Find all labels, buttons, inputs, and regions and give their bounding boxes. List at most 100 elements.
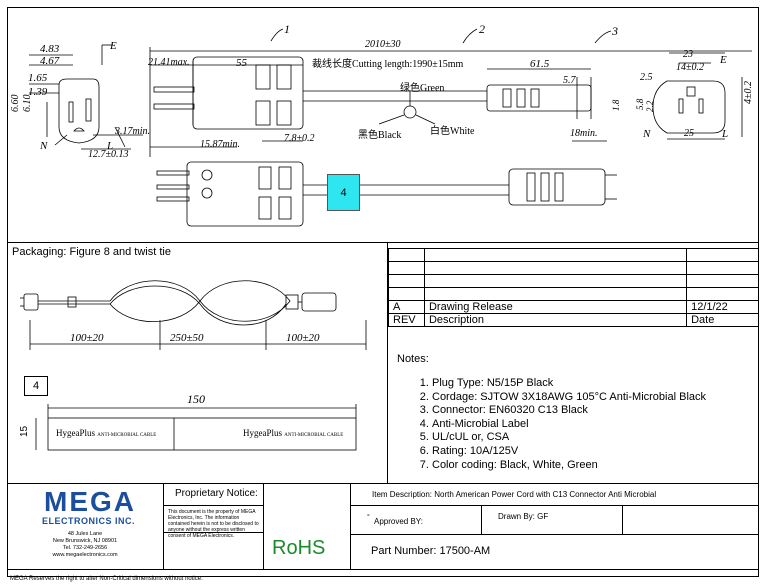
revision-row-date: 12/1/22 (686, 300, 759, 314)
address-line: www.megaelectronics.com (52, 552, 118, 558)
divider-approved-h (350, 534, 759, 535)
dim-connector-length: 61.5 (530, 58, 550, 70)
note-item: Cordage: SJTOW 3X18AWG 105°C Anti-Microb… (432, 391, 750, 405)
dim-conn-4: 4±0.2 (743, 81, 754, 104)
dim-plug-1-65: 1.65 (28, 72, 48, 84)
drawn-by: Drawn By: GF (498, 512, 549, 521)
note-item: UL/cUL or, CSA (432, 431, 750, 445)
revision-header: REV Description Date (388, 313, 759, 327)
note-item: Connector: EN60320 C13 Black (432, 404, 750, 418)
plug-slot-right (85, 98, 92, 122)
label-text-right-small: ANTI-MICROBIAL CABLE (284, 433, 344, 438)
dim-max: 21.41max. (148, 57, 190, 68)
dim-conn-2-5: 2.5 (640, 72, 653, 83)
packaging-dim-2: 250±50 (170, 332, 204, 344)
dim-plug-3-17: 3.17min. (115, 126, 150, 137)
dim-plug-1-39: 1.39 (28, 86, 48, 98)
divider-item-h (350, 505, 759, 506)
divider-rohs-h (163, 532, 263, 533)
packaging-dim-3: 100±20 (286, 332, 320, 344)
callout-3: 3 (612, 24, 618, 38)
label-length: 150 (187, 392, 205, 406)
plug-ground-hole (73, 127, 85, 132)
dim-total: 2010±30 (365, 39, 401, 50)
address-line: Tel. 732-249-2656 (62, 545, 108, 551)
dim-conn-l: L (722, 128, 729, 140)
approved-by: Approved BY: (374, 517, 423, 526)
divider-proprietary-h (163, 505, 263, 506)
divider-drawn-v (481, 505, 482, 534)
dim-cutting-length: 裁线长度Cutting length:1990±15mm (312, 59, 464, 70)
company-logo: MEGA (44, 486, 136, 517)
approved-by-marker: ° (367, 514, 370, 521)
dim-plug-4-67: 4.67 (40, 55, 60, 67)
dim-conn-25: 25 (684, 128, 694, 139)
label-text-right-main: HygeaPlus (243, 428, 282, 438)
dim-7-8: 7.8±0.2 (284, 133, 315, 144)
revision-row-desc: Drawing Release (423, 300, 688, 314)
address-line: 48 Jules Lane (67, 531, 103, 537)
plug-body-side (192, 56, 304, 130)
dim-plug-4-83: 4.83 (40, 43, 60, 55)
wire-green-label: 绿色Green (400, 83, 445, 94)
dim-plug-l: L (107, 140, 114, 152)
packaging-title: Packaging: Figure 8 and twist tie (12, 246, 171, 258)
divider-drawn-v2 (622, 505, 623, 534)
footer-notice: MEGA Reserves the right to alter Non-Cri… (10, 576, 203, 582)
dim-conn-n: N (643, 128, 651, 140)
note-item: Anti-Microbial Label (432, 418, 750, 432)
packaging-figure (20, 280, 367, 350)
revision-header-rev: REV (388, 313, 425, 327)
label-text-left-small: ANTI-MICROBIAL CABLE (97, 433, 157, 438)
company-logo-sub: ELECTRONICS INC. (42, 516, 136, 526)
dim-2-2: 2.2 (645, 100, 655, 112)
proprietary-title: Proprietary Notice: (175, 488, 258, 499)
note-item: Rating: 10A/125V (432, 445, 750, 459)
plug-slot-left (68, 101, 74, 123)
dim-conn-e: E (720, 54, 727, 66)
divider-item-v (350, 483, 351, 569)
part-number: Part Number: 17500-AM (371, 545, 491, 557)
label-marker-4: 4 (327, 174, 360, 211)
company-address: 48 Jules Lane New Brunswick, NJ 08901 Te… (20, 531, 150, 559)
label-text-left-main: HygeaPlus (56, 428, 95, 438)
packaging-dim-1: 100±20 (70, 332, 104, 344)
divider-bottom (7, 569, 759, 570)
wire-black-label: 黑色Black (358, 130, 402, 141)
revision-table: A Drawing Release 12/1/22 REV Descriptio… (388, 248, 759, 327)
connector-body-lower (508, 168, 606, 206)
dim-conn-14: 14±0.2 (676, 62, 704, 73)
revision-header-date: Date (686, 313, 759, 327)
dim-plug-6-10: 6.10 (22, 94, 33, 113)
label-detail-number: 4 (24, 376, 48, 396)
note-item: Plug Type: N5/15P Black (432, 377, 750, 391)
callout-2: 2 (479, 22, 485, 36)
label-detail-figure (35, 404, 357, 451)
dim-plug-12-7: 12.7±0.13 (88, 149, 129, 160)
callout-1: 1 (284, 22, 290, 36)
notes-title: Notes: (397, 353, 429, 365)
label-text-left: HygeaPlus ANTI-MICROBIAL CABLE (56, 428, 156, 439)
revision-header-desc: Description (423, 313, 688, 327)
note-item: Color coding: Black, White, Green (432, 459, 750, 473)
address-line: New Brunswick, NJ 08901 (52, 538, 118, 544)
dim-18min: 18min. (570, 128, 598, 139)
dim-15-87: 15.87min. (200, 139, 240, 150)
divider-top (7, 242, 759, 243)
label-height: 15 (19, 425, 30, 437)
technical-drawing (29, 28, 752, 227)
plug-face-outline (58, 78, 100, 144)
divider-title-block (7, 483, 759, 484)
dim-plug-length: 55 (236, 57, 247, 69)
revision-row: A Drawing Release 12/1/22 (388, 300, 759, 314)
dim-5-8: 5.8 (635, 98, 645, 110)
dim-plug-e: E (110, 40, 117, 52)
label-text-right: HygeaPlus ANTI-MICROBIAL CABLE (243, 428, 343, 439)
divider-proprietary (263, 483, 264, 569)
dim-5-7: 5.7 (563, 75, 576, 86)
divider-packaging-vertical (387, 242, 388, 483)
wire-white-label: 白色White (430, 126, 475, 137)
dim-plug-6-60: 6.60 (10, 94, 21, 113)
dim-plug-n: N (40, 140, 48, 152)
proprietary-text: This document is the property of MEGA El… (168, 509, 259, 539)
